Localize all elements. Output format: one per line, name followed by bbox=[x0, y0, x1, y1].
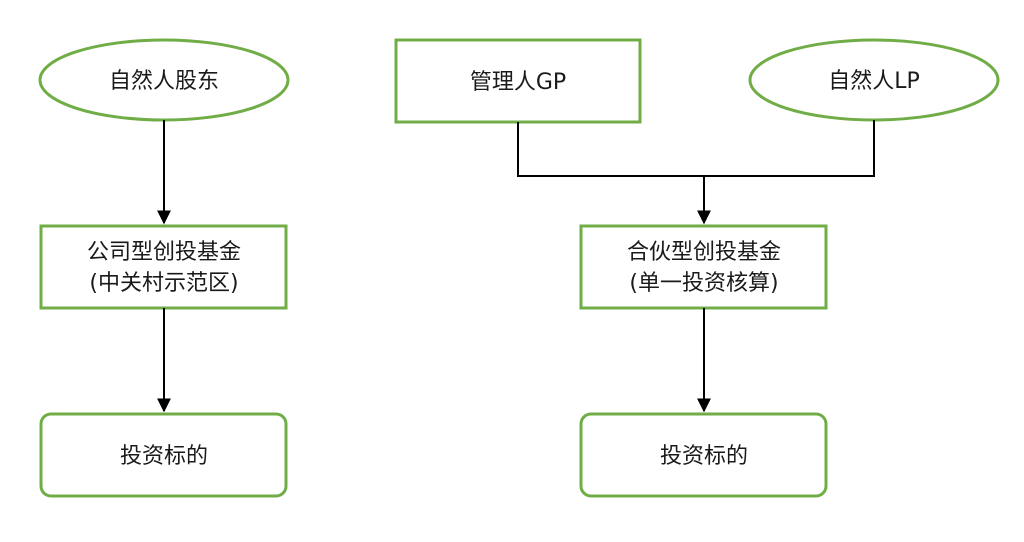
node-natural-person-lp: 自然人LP bbox=[748, 38, 1000, 122]
node-label: 投资标的 bbox=[120, 444, 208, 469]
node-corporate-vc-fund: 公司型创投基金 (中关村示范区) bbox=[39, 224, 288, 310]
node-label-line2: (单一投资核算) bbox=[629, 271, 778, 296]
node-label: 管理人GP bbox=[470, 70, 566, 95]
node-natural-person-shareholder: 自然人股东 bbox=[38, 38, 290, 122]
node-label: 投资标的 bbox=[660, 444, 748, 469]
node-label: 自然人LP bbox=[828, 69, 920, 94]
right-flow: 管理人GP 自然人LP 合伙型创投基金 (单一投资核算) 投资标的 bbox=[394, 38, 1000, 498]
node-label: 自然人股东 bbox=[109, 69, 219, 94]
node-partnership-vc-fund: 合伙型创投基金 (单一投资核算) bbox=[579, 224, 828, 310]
merge-connector bbox=[517, 120, 875, 177]
node-manager-gp: 管理人GP bbox=[394, 38, 642, 124]
node-label-line2: (中关村示范区) bbox=[89, 271, 238, 296]
node-investment-target: 投资标的 bbox=[579, 412, 828, 498]
node-label-line1: 合伙型创投基金 bbox=[627, 240, 781, 265]
node-label-line1: 公司型创投基金 bbox=[87, 240, 241, 265]
left-flow: 自然人股东 公司型创投基金 (中关村示范区) 投资标的 bbox=[38, 38, 290, 498]
node-investment-target: 投资标的 bbox=[39, 412, 288, 498]
